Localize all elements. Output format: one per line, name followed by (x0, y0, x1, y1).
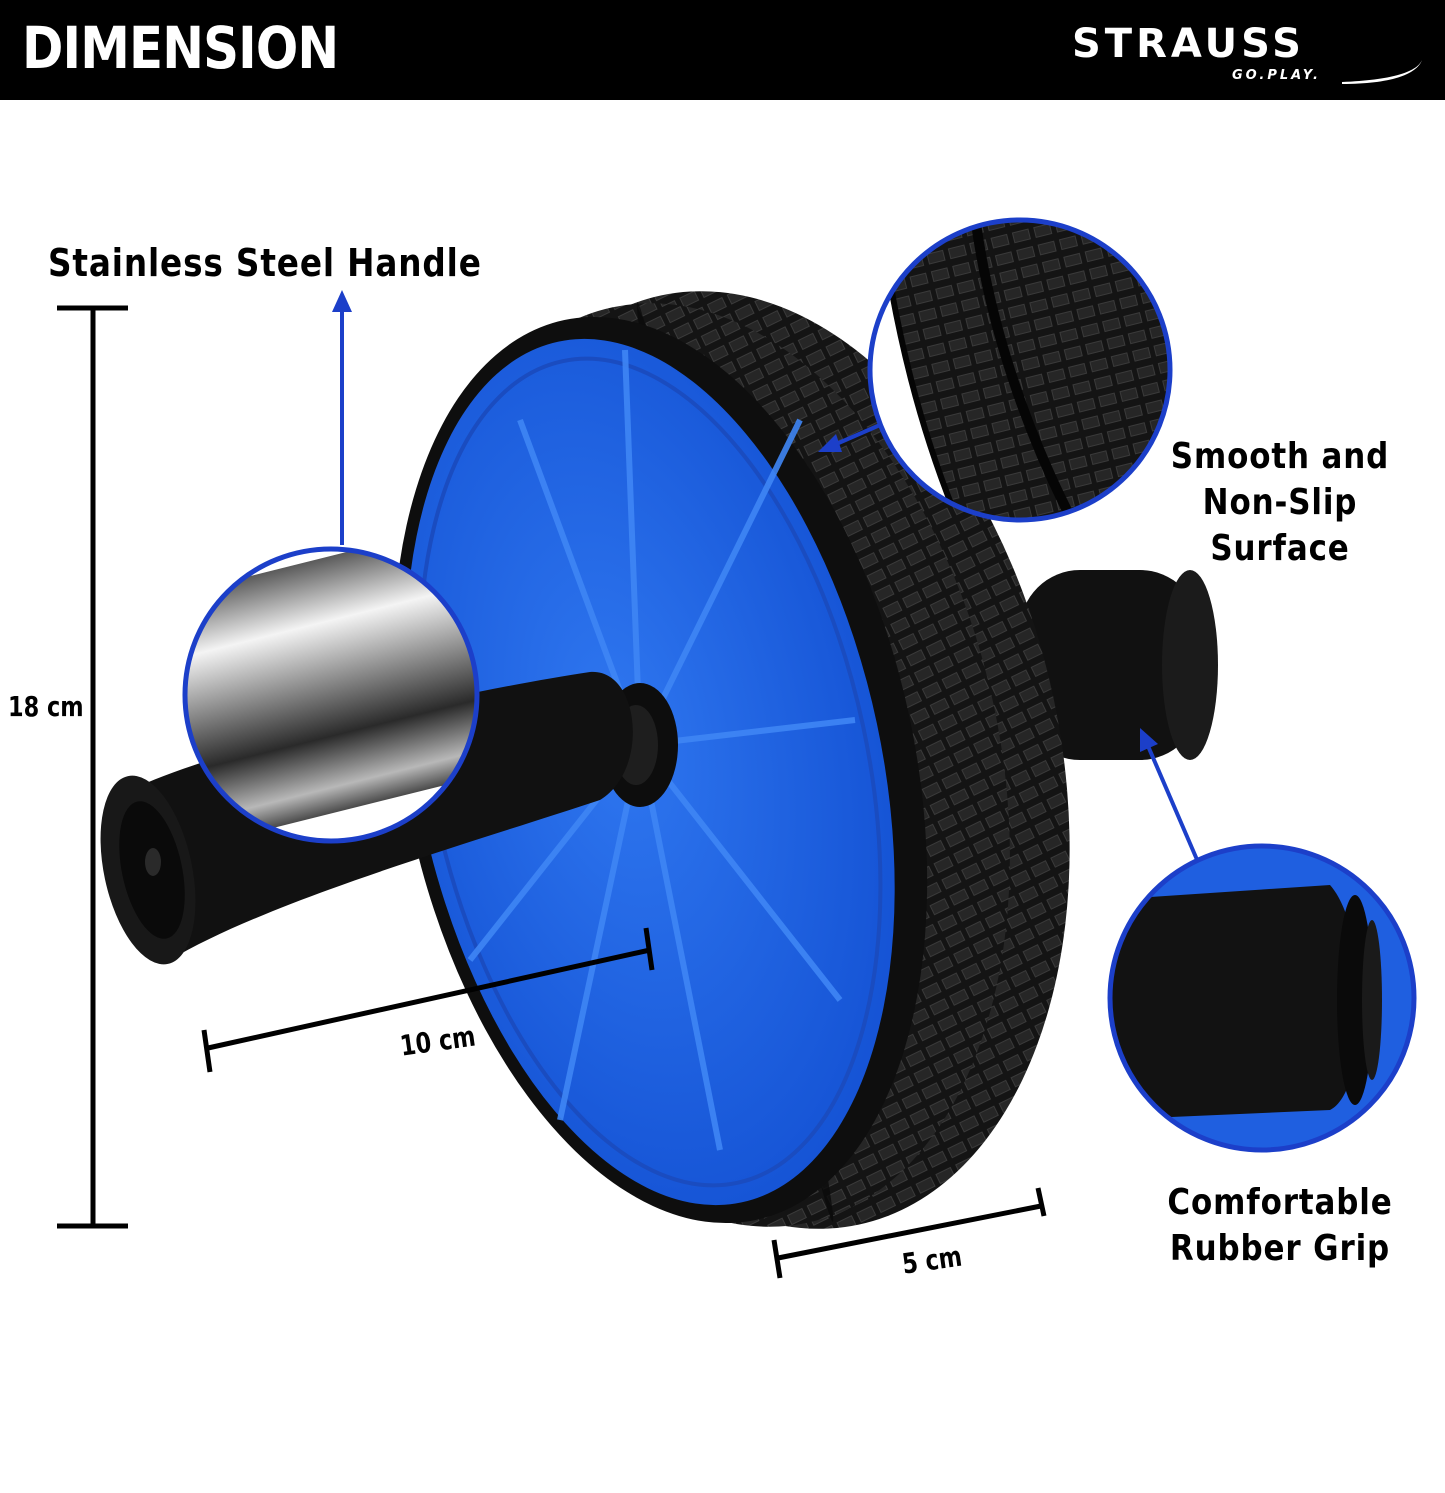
grip-pointer-arrow (1140, 728, 1200, 863)
surface-label-line2: Non-Slip Surface (1202, 482, 1358, 569)
dimension-handle-line (201, 927, 655, 1073)
grip-callout-label: Comfortable Rubber Grip (1160, 1180, 1401, 1272)
header-bar: DIMENSION STRAUSS GO.PLAY. (0, 0, 1445, 100)
brand-name: STRAUSS (1072, 21, 1305, 67)
handle-callout-label: Stainless Steel Handle (48, 241, 482, 285)
brand-tagline: GO.PLAY. (1232, 68, 1321, 83)
grip-label-line1: Comfortable (1167, 1182, 1393, 1223)
grip-label-line2: Rubber Grip (1169, 1228, 1391, 1269)
surface-callout-label: Smooth and Non-Slip Surface (1142, 434, 1417, 572)
rubber-grip-callout (1107, 843, 1417, 1153)
page-title: DIMENSION (22, 14, 339, 82)
product-illustration (57, 217, 1417, 1279)
dimension-height-line (57, 305, 128, 1229)
surface-label-line1: Smooth and (1170, 436, 1390, 477)
handle-pointer-arrow (332, 290, 352, 545)
height-dimension-label: 18 cm (8, 690, 84, 723)
surface-pointer-arrow (818, 423, 881, 452)
brand-swoosh-icon (1342, 60, 1422, 84)
steel-handle-callout (182, 546, 480, 844)
right-handle-foam (1020, 570, 1218, 760)
tread-surface-callout (867, 217, 1173, 523)
dimension-width-line (771, 1187, 1047, 1279)
brand-logo: STRAUSS GO.PLAY. (1072, 22, 1424, 86)
